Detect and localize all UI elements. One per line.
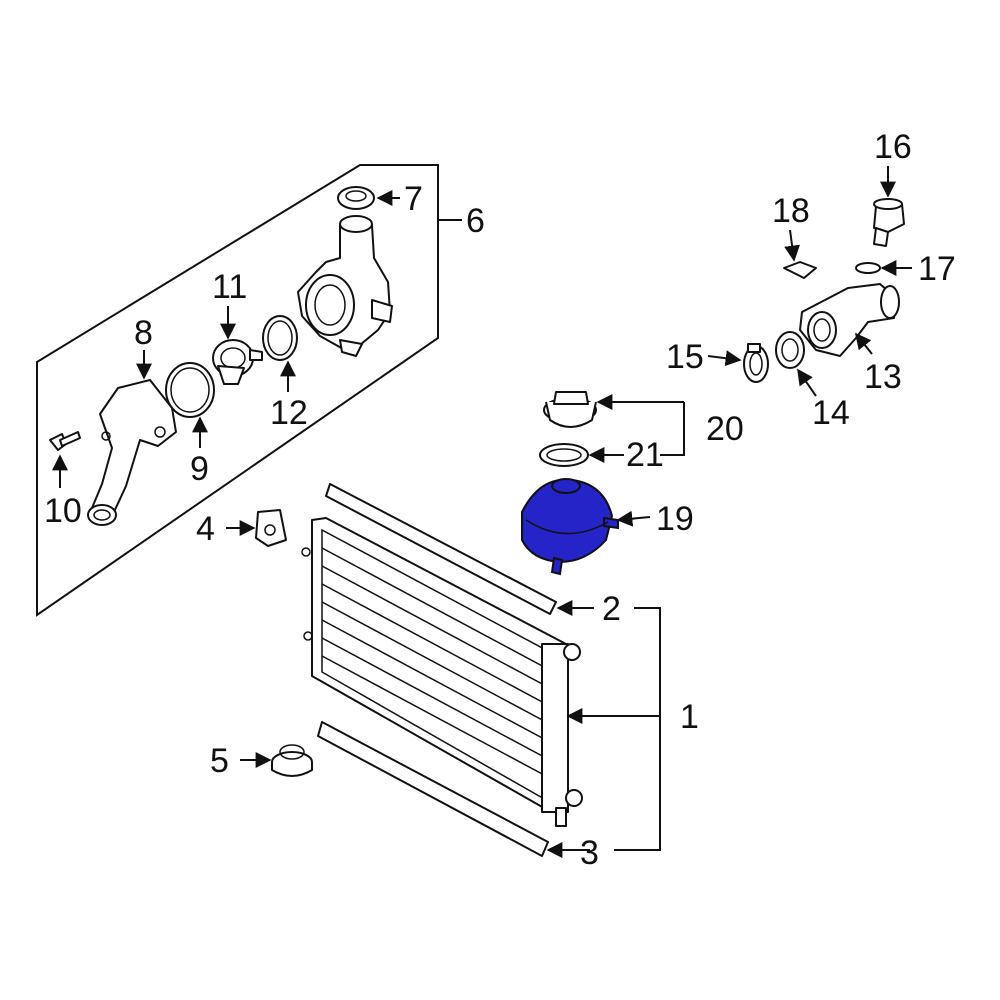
callout-14: 14	[812, 394, 850, 432]
callout-7: 7	[404, 180, 423, 218]
rubber-mount-5	[271, 744, 313, 777]
callout-21: 21	[626, 436, 664, 474]
callout-11: 11	[212, 268, 247, 306]
callout-2: 2	[602, 590, 621, 628]
clamp-15	[743, 343, 769, 383]
callout-6: 6	[466, 202, 485, 240]
callout-13: 13	[864, 358, 902, 396]
callout-17: 17	[918, 250, 956, 288]
seal-14	[775, 331, 805, 369]
cap-20	[543, 391, 597, 428]
seal-18	[783, 261, 817, 279]
lower-strip-3	[317, 721, 549, 857]
callout-19: 19	[656, 500, 694, 538]
o-ring-17	[855, 262, 881, 274]
callout-20: 20	[706, 410, 744, 448]
thermostat-housing	[297, 215, 393, 357]
callout-1: 1	[680, 698, 699, 736]
callout-10: 10	[44, 492, 82, 530]
callout-15: 15	[666, 338, 704, 376]
tank-body	[521, 478, 614, 564]
callout-8: 8	[134, 314, 153, 352]
callout-12: 12	[270, 394, 308, 432]
o-ring-12	[262, 315, 298, 361]
expansion-tank-19	[521, 478, 619, 576]
callout-5: 5	[210, 742, 229, 780]
callout-4: 4	[196, 510, 215, 548]
bolt-10	[49, 431, 81, 451]
assembly-6-box	[36, 164, 439, 617]
upper-strip-2	[325, 483, 557, 615]
leader-lines	[52, 166, 912, 858]
thermostat-11	[212, 339, 263, 385]
callout-labels: 7 6 8 11 12 9 10 4 2 1 3 5 19 20 21 15 1…	[44, 128, 956, 872]
flange-13	[799, 283, 900, 357]
bracket-4	[255, 509, 287, 547]
radiator-1	[301, 517, 583, 827]
callout-3: 3	[580, 834, 599, 872]
sensor-16	[873, 198, 905, 247]
seal-ring-7	[337, 186, 375, 210]
callout-18: 18	[772, 192, 810, 230]
o-ring-9	[165, 362, 215, 418]
callout-9: 9	[190, 450, 209, 488]
flange-pipe-8	[87, 379, 177, 526]
callout-16: 16	[874, 128, 912, 166]
gasket-21	[539, 443, 589, 467]
